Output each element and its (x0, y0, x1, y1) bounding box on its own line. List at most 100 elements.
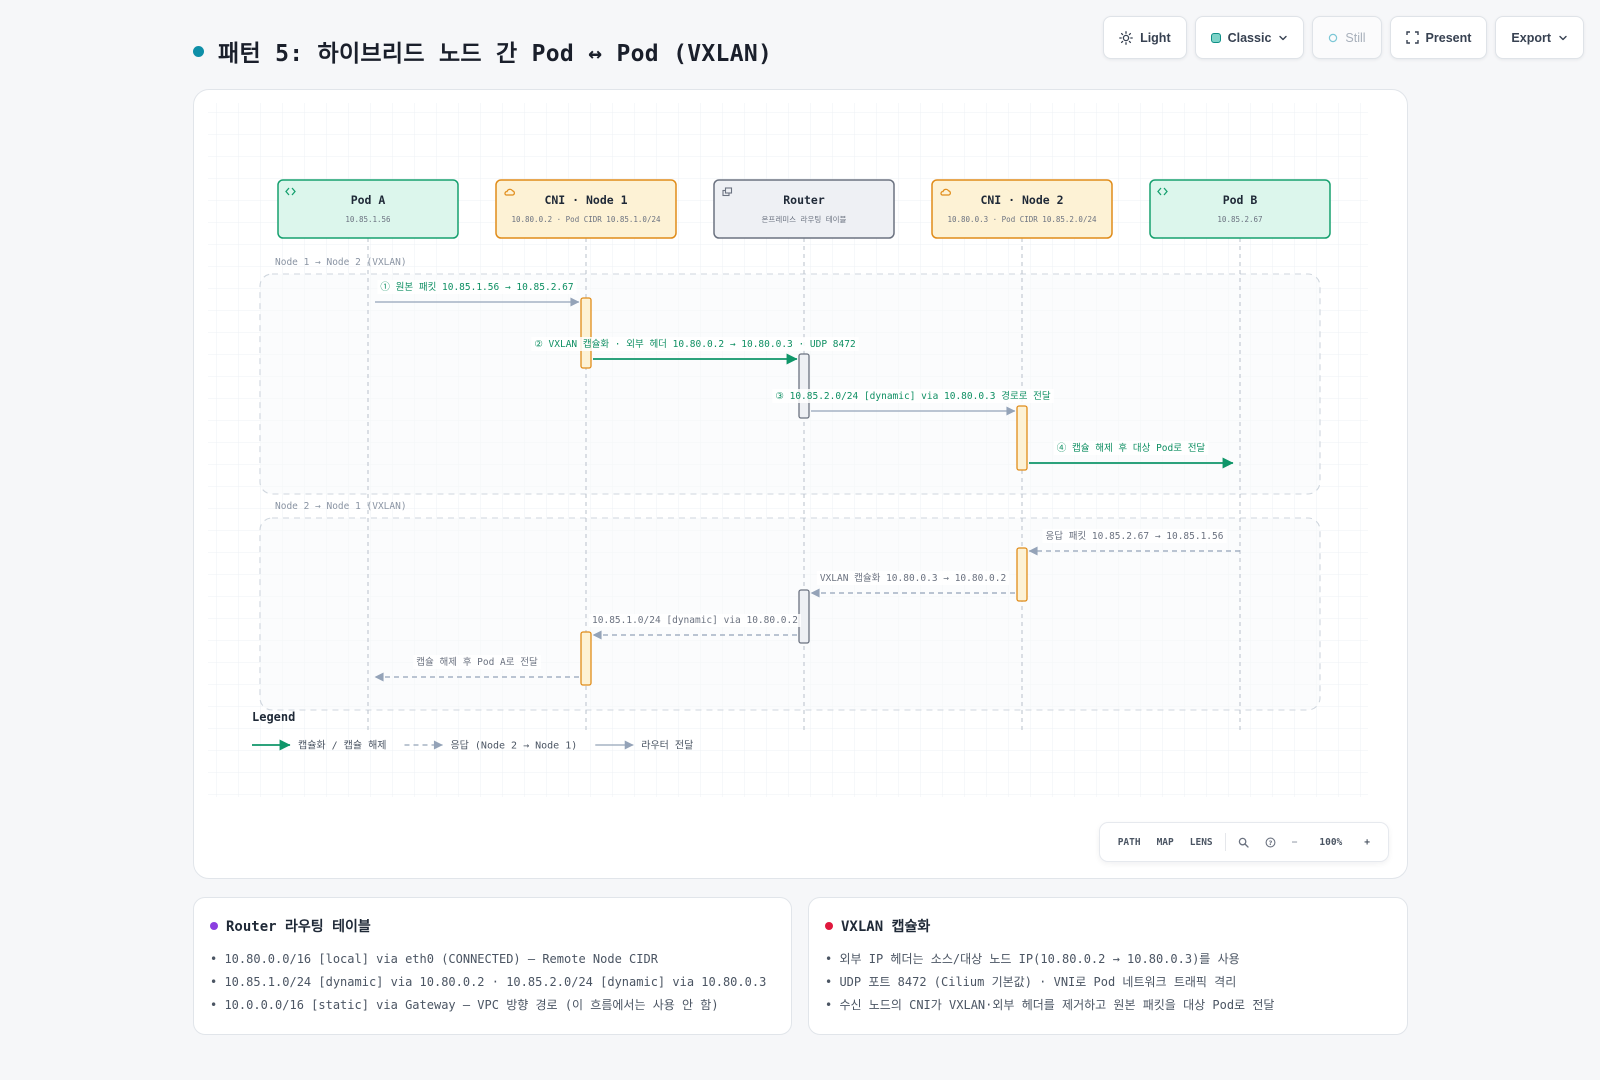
participant-sub: 온프레미스 라우팅 테이블 (762, 214, 847, 224)
participant-podA[interactable]: Pod A 10.85.1.56 (277, 179, 459, 239)
participant-name: Router (783, 193, 825, 207)
vxlan-card-title: VXLAN 캡슐화 (841, 919, 931, 935)
message-label: ① 원본 패킷 10.85.1.56 → 10.85.2.67 (380, 281, 573, 293)
message-label-bg (589, 614, 801, 627)
still-toggle-button[interactable]: Still (1312, 16, 1382, 59)
light-theme-button[interactable]: Light (1103, 16, 1187, 59)
vxlan-card-dot-icon (825, 922, 833, 930)
search-button[interactable] (1230, 837, 1257, 848)
message-label: ④ 캡슐 해제 후 대상 Pod로 전달 (1057, 442, 1206, 454)
router-table-card: Router 라우팅 테이블 • 10.80.0.0/16 [local] vi… (193, 897, 792, 1035)
activation-bar (798, 353, 810, 419)
path-button[interactable]: PATH (1117, 836, 1141, 848)
map-button[interactable]: MAP (1156, 836, 1174, 848)
legend-label: 캡슐화 / 캡슐 해제 (298, 739, 386, 752)
message-label-bg (816, 571, 1010, 585)
message-label: ③ 10.85.2.0/24 [dynamic] via 10.80.0.3 경… (775, 390, 1051, 402)
participant-name: CNI · Node 1 (544, 193, 627, 207)
legend-title: Legend (252, 710, 295, 724)
message-label: VXLAN 캡슐화 10.80.0.3 → 10.80.0.2 (820, 572, 1006, 584)
participant-name: CNI · Node 2 (980, 193, 1063, 207)
message-label-bg (531, 337, 859, 351)
present-button[interactable]: Present (1389, 16, 1488, 59)
list-item: • 10.0.0.0/16 [static] via Gateway — VPC… (210, 998, 719, 1012)
help-button[interactable]: ? (1257, 837, 1284, 848)
lens-button[interactable]: LENS (1189, 836, 1213, 848)
message-label-bg (377, 280, 577, 294)
vxlan-card-list: • 외부 IP 헤더는 소스/대상 노드 IP(10.80.0.2 → 10.8… (825, 948, 1391, 1017)
sequence-diagram: Node 1 → Node 2 (VXLAN) Node 2 → Node 1 (… (208, 103, 1368, 797)
zoom-out-button[interactable]: − (1291, 836, 1298, 848)
participant-name: Pod A (351, 193, 386, 207)
zoom-in-button[interactable]: + (1364, 836, 1370, 848)
light-label: Light (1140, 30, 1171, 45)
group-label: Node 2 → Node 1 (VXLAN) (275, 501, 407, 512)
router-card-list: • 10.80.0.0/16 [local] via eth0 (CONNECT… (210, 948, 775, 1017)
diagram-canvas: Node 1 → Node 2 (VXLAN) Node 2 → Node 1 (… (193, 89, 1408, 879)
svg-text:?: ? (1268, 838, 1272, 846)
chevron-down-icon (1559, 35, 1567, 40)
group-frame (259, 273, 1321, 495)
router-card-title: Router 라우팅 테이블 (226, 919, 371, 935)
legend-label: 응답 (Node 2 → Node 1) (450, 740, 577, 752)
participant-sub: 10.80.0.3 · Pod CIDR 10.85.2.0/24 (947, 215, 1096, 224)
message-label-bg (1053, 441, 1209, 455)
list-item: • 10.80.0.0/16 [local] via eth0 (CONNECT… (210, 952, 658, 966)
cloud-icon (504, 188, 515, 196)
cloud-icon (940, 188, 951, 196)
sun-icon (1119, 30, 1133, 45)
vxlan-card-header: VXLAN 캡슐화 (825, 916, 1391, 936)
toolbar: Light Classic Still Present Export (1103, 16, 1584, 59)
code-icon (1157, 187, 1168, 196)
list-item: • 외부 IP 헤더는 소스/대상 노드 IP(10.80.0.2 → 10.8… (825, 952, 1240, 966)
message-label: ② VXLAN 캡슐화 · 외부 헤더 10.80.0.2 → 10.80.0.… (534, 338, 855, 350)
legend: Legend 캡슐화 / 캡슐 해제 응답 (Node 2 → Node 1) 라우터… (252, 710, 693, 752)
group-label: Node 1 → Node 2 (VXLAN) (275, 257, 407, 268)
activation-bar (1016, 547, 1028, 602)
participant-node2[interactable]: CNI · Node 2 10.80.0.3 · Pod CIDR 10.85.2… (931, 179, 1113, 239)
title-row: 패턴 5: 하이브리드 노드 간 Pod ↔ Pod (VXLAN) (193, 34, 772, 68)
title-dot-icon (193, 45, 204, 57)
search-icon (1238, 837, 1249, 848)
still-label: Still (1345, 30, 1366, 45)
chevron-down-icon (1279, 35, 1288, 40)
message-label-bg (1042, 529, 1227, 543)
fullscreen-icon (1405, 31, 1419, 44)
participant-router[interactable]: Router 온프레미스 라우팅 테이블 (713, 179, 895, 239)
export-label: Export (1511, 30, 1551, 45)
message-label: 응답 패킷 10.85.2.67 → 10.85.1.56 (1046, 530, 1224, 542)
classic-style-dropdown[interactable]: Classic (1194, 16, 1305, 59)
legend-label: 라우터 전달 (641, 740, 693, 752)
participant-sub: 10.80.0.2 · Pod CIDR 10.85.1.0/24 (511, 215, 660, 224)
classic-label: Classic (1227, 30, 1272, 45)
message-label-bg (413, 655, 541, 669)
export-dropdown[interactable]: Export (1495, 16, 1584, 59)
vxlan-card: VXLAN 캡슐화 • 외부 IP 헤더는 소스/대상 노드 IP(10.80.… (808, 897, 1408, 1035)
circle-icon (1329, 33, 1338, 42)
activation-bar (580, 631, 592, 686)
help-icon: ? (1265, 837, 1276, 847)
participant-podB[interactable]: Pod B 10.85.2.67 (1149, 179, 1331, 239)
router-card-header: Router 라우팅 테이블 (210, 916, 775, 936)
classic-swatch-icon (1210, 32, 1221, 43)
list-item: • 10.85.1.0/24 [dynamic] via 10.80.0.2 ·… (210, 975, 767, 989)
page-title: 패턴 5: 하이브리드 노드 간 Pod ↔ Pod (VXLAN) (218, 41, 773, 67)
router-card-dot-icon (210, 922, 218, 930)
list-item: • 수신 노드의 CNI가 VXLAN·외부 헤더를 제거하고 원본 패킷을 대… (825, 998, 1275, 1012)
message-label: 캡슐 해제 후 Pod A로 전달 (416, 656, 538, 668)
router-icon (722, 187, 733, 197)
message-label: 10.85.1.0/24 [dynamic] via 10.80.0.2 (592, 615, 798, 626)
code-icon (285, 187, 296, 196)
list-item: • UDP 포트 8472 (Cilium 기본값) · VNI로 Pod 네트… (825, 975, 1237, 989)
zoom-percent: 100% (1319, 836, 1343, 848)
present-label: Present (1425, 30, 1472, 45)
activation-bar (1016, 405, 1028, 471)
participant-sub: 10.85.2.67 (1217, 215, 1262, 224)
zoom-divider (1224, 833, 1226, 851)
message-label-bg (772, 389, 1054, 403)
participant-node1[interactable]: CNI · Node 1 10.80.0.2 · Pod CIDR 10.85.1… (495, 179, 677, 239)
zoom-toolbar: PATH MAP LENS ? − 100% + (1098, 822, 1389, 862)
participant-name: Pod B (1223, 193, 1258, 207)
participant-sub: 10.85.1.56 (345, 215, 391, 224)
activation-bar (580, 297, 592, 369)
